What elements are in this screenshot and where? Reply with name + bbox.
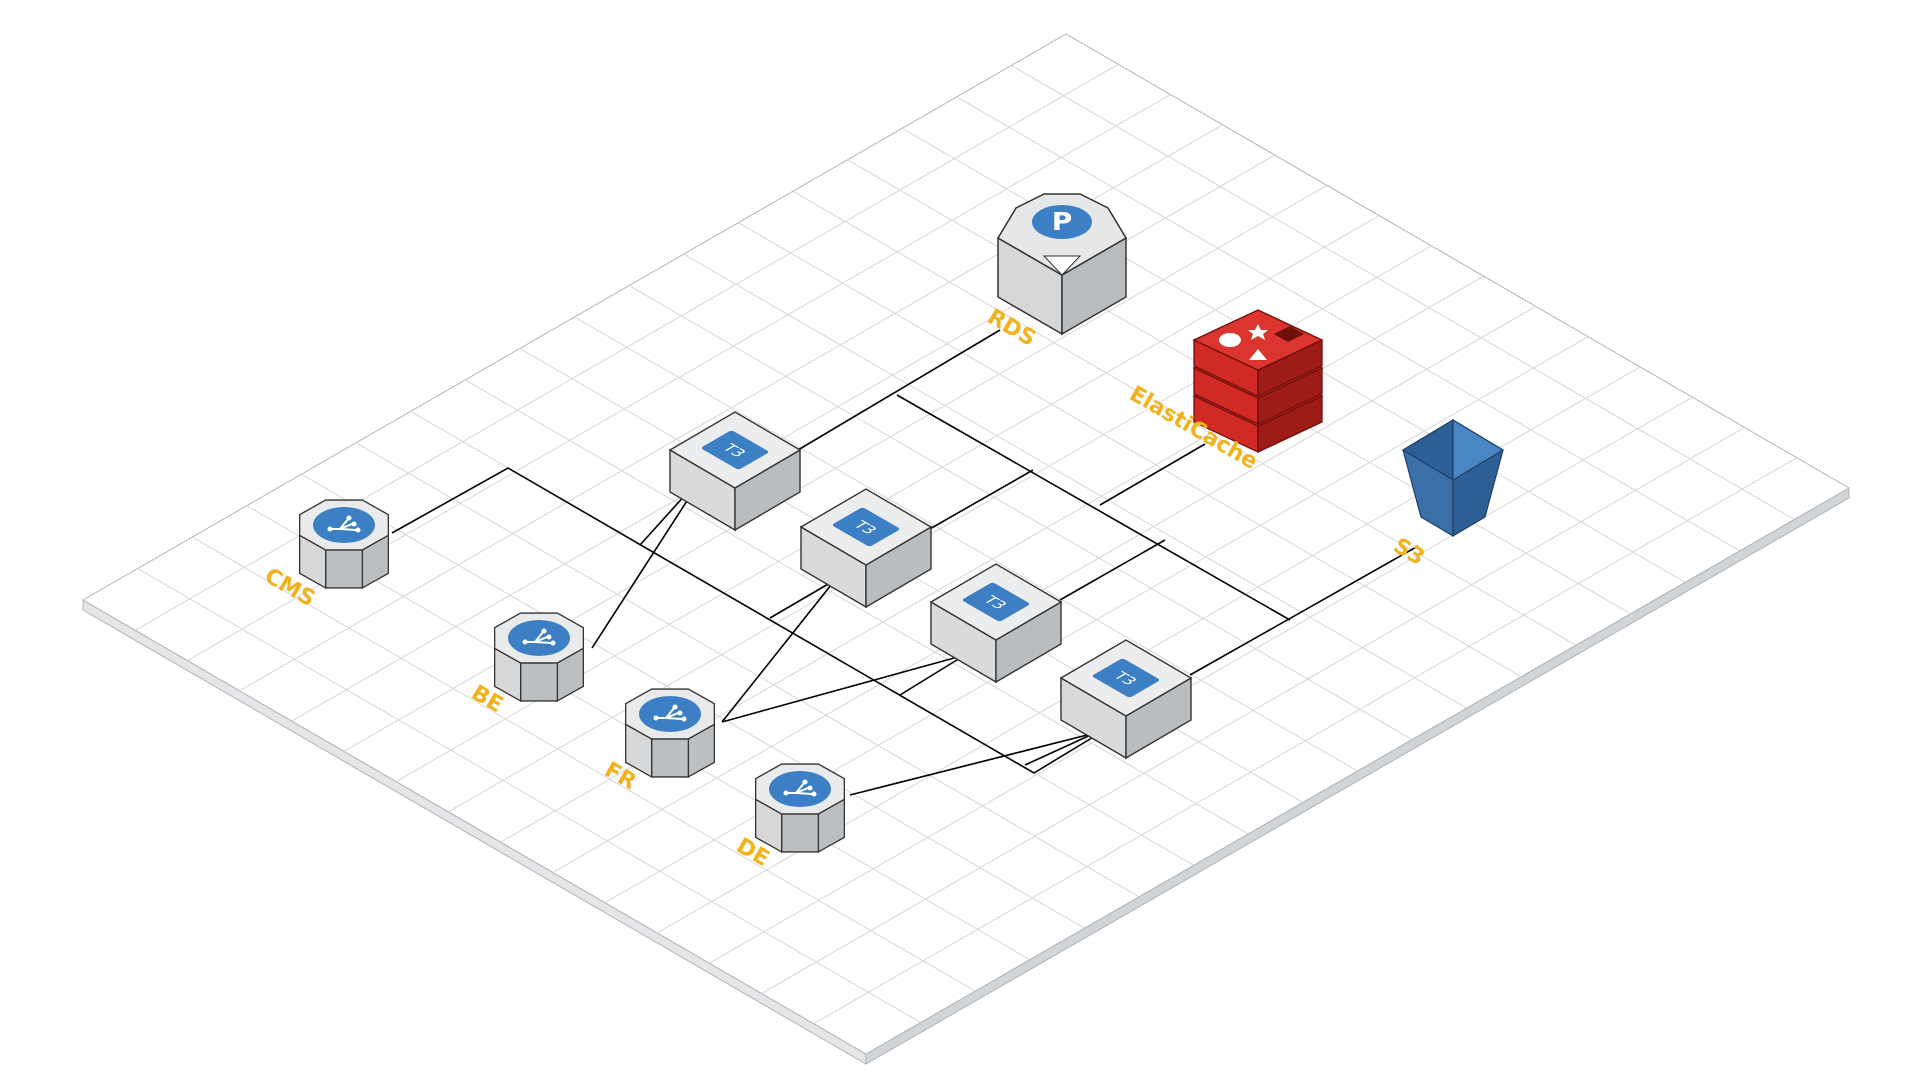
cms-node[interactable]: [299, 499, 389, 590]
rds-node[interactable]: P: [996, 193, 1128, 336]
de-node[interactable]: [755, 763, 845, 854]
grid-line: [956, 96, 1741, 552]
grid-line: [683, 253, 1467, 709]
rds-postgres-icon: P: [1032, 205, 1092, 239]
redis-stack-icon: [1192, 309, 1324, 454]
s3-node[interactable]: [1401, 418, 1505, 538]
grid-line: [355, 442, 1140, 898]
platform: [82, 33, 1850, 1065]
fr-node[interactable]: [625, 688, 715, 779]
rds-notch: [1042, 255, 1082, 276]
ec2-instance-icon: T3: [701, 430, 769, 470]
redis-star: [1248, 324, 1268, 340]
connector-t3-4-side: [1024, 732, 1096, 766]
t3-instance-1[interactable]: T3: [668, 411, 802, 532]
connector-s3: [1189, 545, 1419, 676]
lb-side-face: [324, 549, 364, 589]
ec2-instance-icon: T3: [962, 582, 1030, 622]
grid-line: [552, 305, 1537, 873]
grid-line: [709, 396, 1693, 964]
lb-side-face: [780, 813, 820, 853]
be-node[interactable]: [494, 612, 584, 703]
load-balancer-icon: [313, 507, 375, 543]
connector-fr-t3-3: [721, 654, 966, 723]
redis-layer-top: [1192, 309, 1324, 371]
t3-instance-2[interactable]: T3: [799, 488, 933, 609]
redis-circle: [1219, 333, 1241, 347]
grid-line: [761, 427, 1745, 994]
grid-line: [137, 568, 921, 1023]
grid-line: [628, 285, 1413, 740]
ec2-instance-icon: T3: [1092, 658, 1160, 698]
grid-line: [465, 379, 1249, 835]
redis-triangle: [1249, 349, 1267, 360]
grid-line: [574, 316, 1358, 772]
grid-line: [792, 190, 1577, 646]
elasticache-node[interactable]: [1192, 309, 1324, 454]
connector-elasticache: [1099, 443, 1206, 506]
grid-line: [191, 536, 976, 992]
grid-line: [813, 457, 1798, 1025]
connector-rds-bus: [896, 394, 1291, 621]
t3-instance-3[interactable]: T3: [929, 563, 1063, 684]
connector-t3-2-bus: [927, 469, 1034, 531]
connector-t3-1-rds: [797, 329, 1001, 451]
connector-t3-3-bus: [1059, 539, 1166, 601]
load-balancer-icon: [769, 771, 831, 807]
lb-side-face: [650, 738, 690, 778]
grid-line: [738, 222, 1522, 678]
t3-instance-4[interactable]: T3: [1059, 639, 1193, 760]
svg-text:P: P: [1052, 207, 1073, 236]
s3-top-right: [1452, 418, 1505, 482]
load-balancer-icon: [508, 620, 570, 656]
connector-de-t3-4: [849, 732, 1096, 796]
connector-t3-3-side: [899, 654, 966, 696]
load-balancer-icon: [639, 696, 701, 732]
connector-t3-2-side: [769, 579, 836, 619]
connector-fr-t3-2: [721, 579, 836, 723]
lb-side-face: [519, 662, 559, 702]
redis-cube: [1274, 326, 1304, 342]
connector-cms-be: [391, 467, 1101, 774]
ec2-instance-icon: T3: [832, 507, 900, 547]
grid-line: [1011, 65, 1795, 520]
